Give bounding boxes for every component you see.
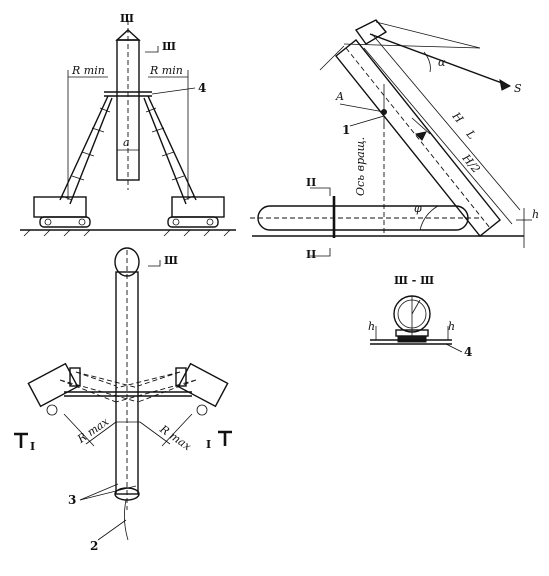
point-a: A <box>335 90 344 103</box>
crane-right-body <box>171 196 225 218</box>
dim-h-upper: H <box>449 109 466 126</box>
side-view: S α H L H/2 A 1 Ось вращ. φ II II <box>250 19 539 261</box>
front-view: Ш Ш 4 R min R min а <box>20 12 236 237</box>
callout-2: 2 <box>90 539 98 553</box>
angle-alpha: α <box>438 56 446 69</box>
callout-4-section: 4 <box>464 345 472 359</box>
force-s: S <box>514 82 522 95</box>
section-h-left: h <box>368 320 375 333</box>
callout-1: 1 <box>342 123 350 137</box>
axis-label: Ось вращ. <box>354 137 367 196</box>
section-left-ii-b: II <box>306 248 316 261</box>
section-h-right: h <box>448 320 455 333</box>
section-I-left: I <box>30 440 35 453</box>
dim-a: а <box>123 136 130 149</box>
column-inclined <box>335 39 501 237</box>
section-mark-2: Ш <box>164 254 178 267</box>
dim-h-small: h <box>532 208 539 221</box>
callout-4-top: 4 <box>198 81 206 95</box>
r-max-right: R max <box>157 422 195 454</box>
section-title: Ш - Ш <box>394 274 434 287</box>
section-left-ii: II <box>306 176 316 189</box>
top-mark-label: Ш <box>120 12 134 25</box>
crane-plan-left <box>27 362 79 408</box>
section-I-right: I <box>206 438 211 451</box>
crane-plan-right <box>177 362 229 408</box>
r-min-right: R min <box>149 64 183 77</box>
dim-l: L <box>463 127 478 142</box>
section-mark-1: Ш <box>162 40 176 53</box>
dim-h-half: H/2 <box>459 151 483 176</box>
r-min-left: R min <box>71 64 105 77</box>
callout-3: 3 <box>68 493 76 507</box>
angle-phi: φ <box>414 202 422 215</box>
plan-view: Ш R max R max I I <box>14 247 232 553</box>
section-detail: Ш - Ш h h 4 <box>368 274 472 359</box>
